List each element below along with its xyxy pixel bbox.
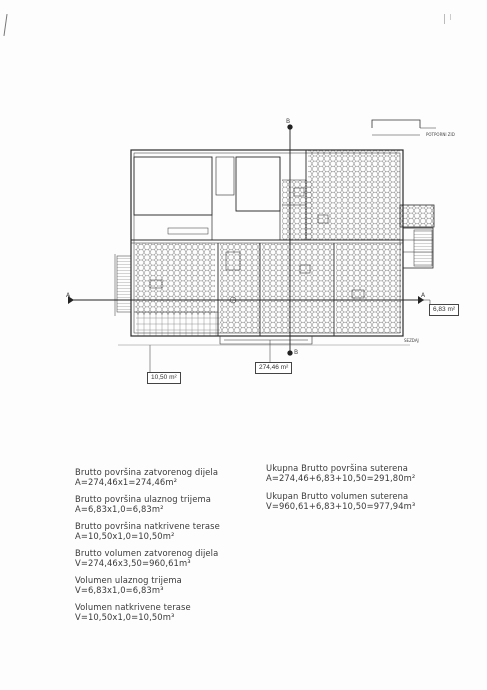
calc-formula: V=10,50x1,0=10,50m³ (75, 612, 175, 622)
floor-plan-drawing (68, 119, 436, 372)
calc-block: Brutto površina natkrivene terase A=10,5… (75, 521, 220, 541)
section-marker-bottom: B (294, 349, 299, 356)
hatched-floor-areas (135, 150, 434, 336)
calc-block: Ukupan Brutto volumen suterena V=960,61+… (266, 491, 415, 511)
retaining-wall-note: POTPORNI ZID (426, 132, 455, 137)
calc-title: Brutto površina zatvorenog dijela (75, 467, 219, 477)
fixtures (149, 187, 365, 304)
calc-block: Brutto volumen zatvorenog dijela V=274,4… (75, 548, 220, 568)
stairs-left (114, 254, 132, 316)
retaining-wall (371, 119, 436, 136)
calc-formula: A=274,46+6,83+10,50=291,80m² (266, 473, 416, 483)
calc-title: Brutto volumen zatvorenog dijela (75, 548, 219, 558)
calc-title: Ukupna Brutto površina suterena (266, 463, 408, 473)
calculations-right: Ukupna Brutto površina suterena A=274,46… (266, 463, 415, 511)
bottom-right-note: SEZDAJ (404, 338, 419, 343)
calc-formula: A=274,46x1=274,46m² (75, 477, 178, 487)
margin-pen-mark (450, 14, 451, 20)
calc-block: Brutto površina zatvorenog dijela A=274,… (75, 467, 220, 487)
calc-block: Brutto površina ulaznog trijema A=6,83x1… (75, 494, 220, 514)
entrance-porch (219, 336, 313, 345)
area-label-total: 274,46 m² (255, 362, 293, 374)
calc-formula: V=960,61+6,83+10,50=977,94m³ (266, 501, 416, 511)
margin-pen-mark (444, 14, 445, 24)
calc-block: Ukupna Brutto površina suterena A=274,46… (266, 463, 415, 483)
calc-block: Volumen ulaznog trijema V=6,83x1,0=6,83m… (75, 575, 220, 595)
calc-formula: V=274,46x3,50=960,61m³ (75, 558, 191, 568)
stairs-right (413, 229, 433, 267)
calc-title: Brutto površina natkrivene terase (75, 521, 220, 531)
calc-title: Ukupan Brutto volumen suterena (266, 491, 409, 501)
calc-title: Volumen natkrivene terase (75, 602, 191, 612)
calc-formula: A=6,83x1,0=6,83m² (75, 504, 164, 514)
calc-formula: V=6,83x1,0=6,83m³ (75, 585, 164, 595)
calc-title: Brutto površina ulaznog trijema (75, 494, 211, 504)
area-label-entry: 6,83 m² (429, 304, 460, 316)
calc-title: Volumen ulaznog trijema (75, 575, 182, 585)
calc-block: Volumen natkrivene terase V=10,50x1,0=10… (75, 602, 220, 622)
calculations-left: Brutto površina zatvorenog dijela A=274,… (75, 467, 220, 622)
building-walls (130, 149, 435, 337)
section-marker-left: A (66, 292, 71, 299)
section-marker-right: A (421, 292, 426, 299)
area-label-terrace: 10,50 m² (147, 372, 181, 384)
calc-formula: A=10,50x1,0=10,50m² (75, 531, 175, 541)
section-marker-top: B (286, 118, 291, 125)
